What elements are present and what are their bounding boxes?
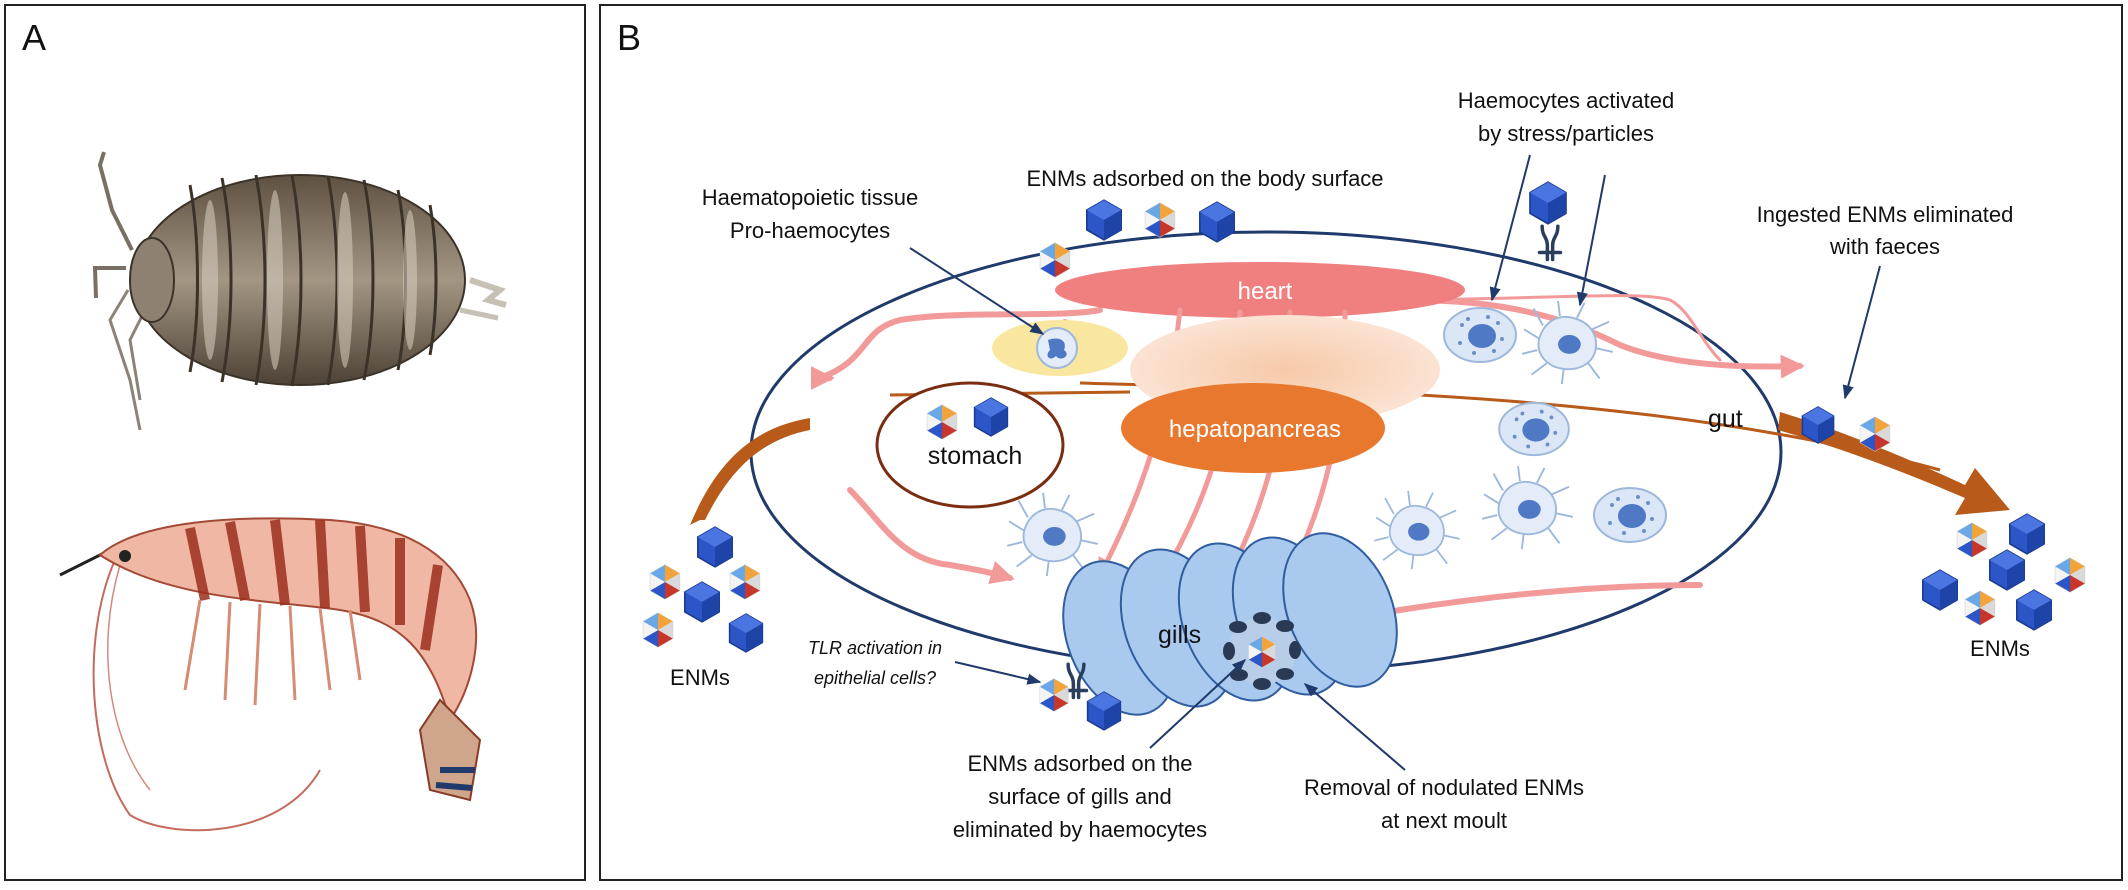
haematopoietic-label-2: Pro-haemocytes bbox=[730, 218, 890, 243]
gill-surface-label-3: eliminated by haemocytes bbox=[953, 817, 1207, 842]
gill-surface-label-2: surface of gills and bbox=[988, 784, 1171, 809]
body-surface-label: ENMs adsorbed on the body surface bbox=[1026, 166, 1383, 191]
haemocyte-cell-icon bbox=[1593, 487, 1667, 543]
haemocyte-cell-icon bbox=[1498, 401, 1570, 457]
ingested-label-2: with faeces bbox=[1829, 234, 1940, 259]
tlr-label-1: TLR activation in bbox=[808, 638, 942, 658]
isopod-illustration bbox=[92, 151, 507, 431]
gills-label: gills bbox=[1158, 621, 1201, 649]
heart bbox=[1055, 262, 1465, 318]
tlr-label-2: epithelial cells? bbox=[814, 668, 936, 688]
heart-label: heart bbox=[1238, 278, 1293, 305]
haemocytes-activated-label-1: Haemocytes activated bbox=[1458, 88, 1674, 113]
enms-right-label: ENMs bbox=[1970, 636, 2030, 661]
enms-left-label: ENMs bbox=[670, 665, 730, 690]
haematopoietic-label-1: Haematopoietic tissue bbox=[702, 185, 918, 210]
stomach bbox=[875, 381, 1065, 509]
moult-label-2: at next moult bbox=[1381, 808, 1507, 833]
nodule-icon bbox=[1223, 612, 1301, 690]
haemocytes-activated-label-2: by stress/particles bbox=[1478, 121, 1654, 146]
hepatopancreas bbox=[1121, 383, 1385, 473]
gut-label: gut bbox=[1708, 405, 1743, 433]
stomach-label: stomach bbox=[928, 442, 1022, 470]
panel-a-letter: A bbox=[22, 17, 46, 58]
leader-arrows bbox=[909, 154, 1881, 771]
hepatopancreas-label: hepatopancreas bbox=[1169, 416, 1341, 443]
shrimp-illustration bbox=[59, 517, 482, 832]
gill-surface-label-1: ENMs adsorbed on the bbox=[967, 751, 1192, 776]
moult-label-1: Removal of nodulated ENMs bbox=[1304, 775, 1584, 800]
ingested-label-1: Ingested ENMs eliminated bbox=[1757, 202, 2014, 227]
panel-b-letter: B bbox=[617, 17, 641, 58]
panel-a-frame bbox=[4, 4, 586, 881]
haemocyte-cell-icon bbox=[1443, 307, 1517, 363]
